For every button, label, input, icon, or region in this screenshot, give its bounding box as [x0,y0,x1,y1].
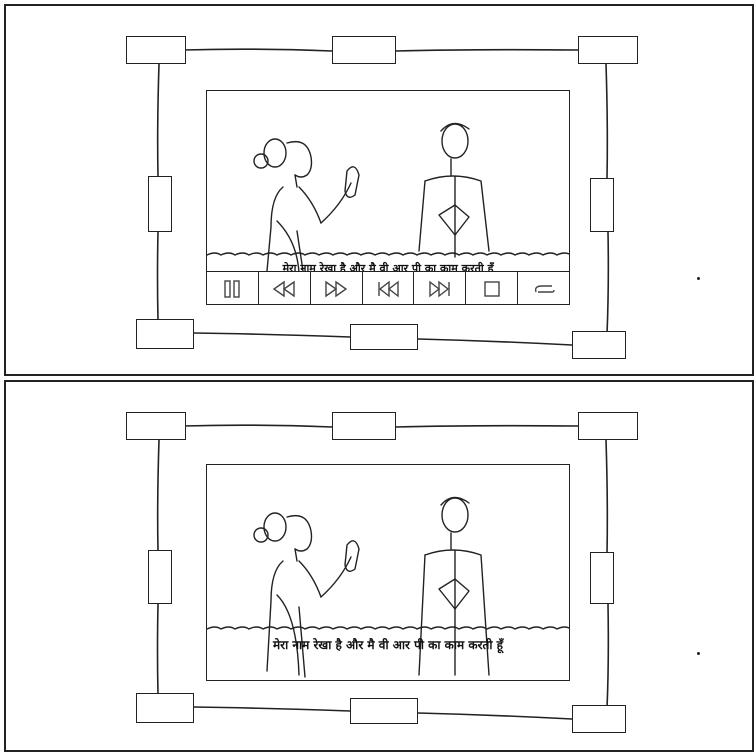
loop-button[interactable] [518,272,569,305]
fast-forward-icon [323,279,349,299]
storyboard-frame-without-controls: मेरा नाम रेखा है और मै वी आर पी का काम क… [4,380,754,752]
stop-button[interactable] [466,272,518,305]
resize-handle-top-center[interactable] [332,412,396,440]
loop-icon [532,281,556,297]
fast-forward-button[interactable] [311,272,363,305]
resize-handle-top-right[interactable] [578,412,638,440]
resize-handle-bottom-left[interactable] [136,693,194,723]
resize-handle-top-right[interactable] [578,36,638,64]
rewind-button[interactable] [259,272,311,305]
skip-forward-icon [427,279,453,299]
skip-back-button[interactable] [363,272,415,305]
skip-back-icon [375,279,401,299]
resize-handle-top-left[interactable] [126,412,186,440]
video-subtitle: मेरा नाम रेखा है और मै वी आर पी का काम क… [207,636,569,653]
skip-forward-button[interactable] [414,272,466,305]
resize-handle-top-left[interactable] [126,36,186,64]
resize-handle-bottom-left[interactable] [136,319,194,349]
resize-handle-middle-right[interactable] [590,552,614,604]
stray-dot [697,277,700,280]
resize-handle-middle-right[interactable] [590,178,614,232]
stray-dot [697,652,700,655]
rewind-icon [271,279,297,299]
video-player[interactable]: मेरा नाम रेखा है और मै वी आर पी का काम क… [206,90,570,305]
media-controls-bar [207,271,569,305]
resize-handle-bottom-right[interactable] [572,331,626,359]
storyboard-frame-with-controls: मेरा नाम रेखा है और मै वी आर पी का काम क… [4,4,754,376]
pause-button[interactable] [207,272,259,305]
resize-handle-bottom-center[interactable] [350,698,418,724]
resize-handle-top-center[interactable] [332,36,396,64]
resize-handle-bottom-right[interactable] [572,705,626,733]
resize-handle-middle-left[interactable] [148,176,172,232]
resize-handle-middle-left[interactable] [148,550,172,604]
stop-icon [482,279,502,299]
resize-handle-bottom-center[interactable] [350,324,418,350]
video-player[interactable]: मेरा नाम रेखा है और मै वी आर पी का काम क… [206,464,570,681]
pause-icon [221,278,243,300]
